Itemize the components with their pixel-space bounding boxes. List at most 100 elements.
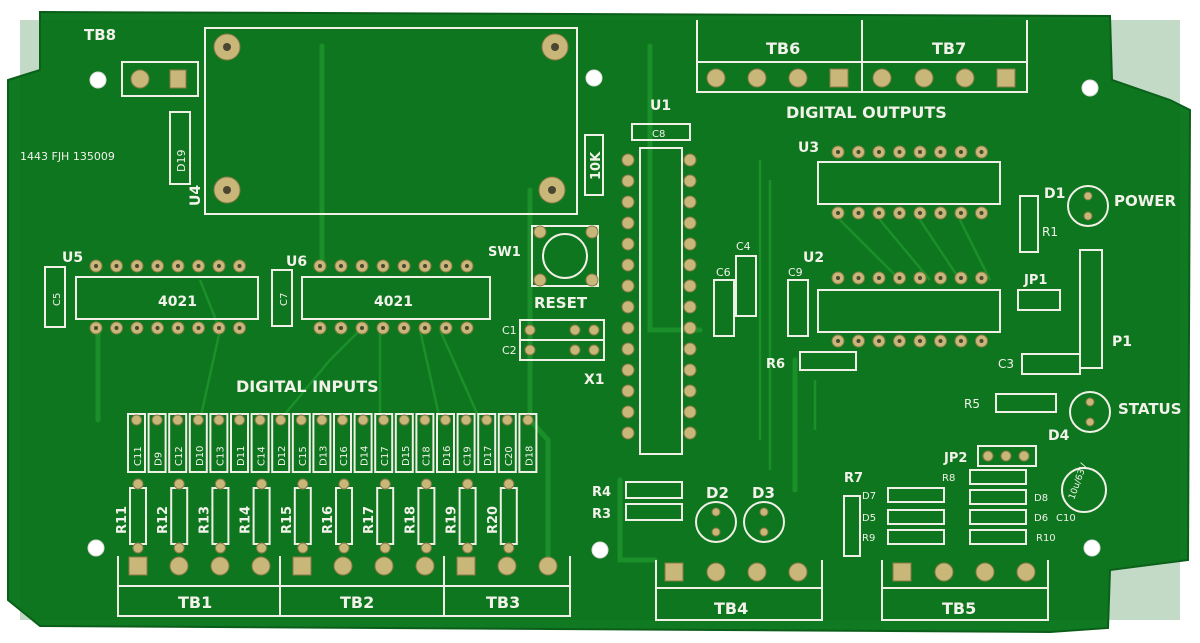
- label-c10: C10: [1056, 513, 1076, 524]
- u3-outline: [817, 161, 1001, 205]
- u4-outline: [204, 27, 578, 215]
- pad: [374, 556, 394, 576]
- label-r14: R14: [239, 506, 254, 534]
- c4-outline: [735, 255, 757, 317]
- pad: [462, 478, 474, 490]
- pad: [338, 478, 350, 490]
- pad: [256, 542, 268, 554]
- pad: [275, 414, 287, 426]
- pad: [192, 414, 204, 426]
- traces: [95, 43, 992, 573]
- input-part-outline: [456, 413, 476, 473]
- pad: [338, 542, 350, 554]
- pad: [234, 414, 245, 426]
- input-part-outline: [230, 413, 249, 473]
- r4-outline: [625, 481, 683, 499]
- label-c11: C11: [133, 446, 144, 466]
- label-c16: C16: [339, 446, 350, 466]
- label-tb4: TB4: [714, 599, 748, 618]
- input-part-outline: [168, 413, 188, 473]
- jp1-outline: [1017, 289, 1061, 311]
- input-part-outline: [271, 413, 291, 473]
- input-part-outline: [147, 413, 167, 473]
- r8-d8-d6-r10-stack: [969, 469, 1027, 545]
- d2-led: [695, 501, 737, 543]
- label-d16: D16: [442, 446, 453, 466]
- label-tb3: TB3: [486, 593, 520, 612]
- pad: [420, 542, 432, 554]
- label-tb5: TB5: [942, 599, 976, 618]
- pad: [172, 414, 184, 426]
- pad: [683, 384, 697, 398]
- label-c14: C14: [257, 446, 268, 466]
- pad: [683, 258, 697, 272]
- d19-outline: [169, 111, 191, 185]
- label-d2: D2: [706, 484, 729, 502]
- input-part-outline: [333, 413, 352, 473]
- pad: [251, 556, 271, 576]
- pad: [621, 342, 635, 356]
- label-r13: R13: [197, 506, 212, 534]
- pad: [522, 414, 534, 426]
- pad: [357, 414, 369, 426]
- pad: [683, 405, 697, 419]
- mounting-holes: [87, 69, 1101, 559]
- pad: [503, 478, 515, 490]
- u6-pins: [313, 259, 474, 335]
- label-digital-outputs: DIGITAL OUTPUTS: [786, 103, 947, 122]
- pad: [173, 478, 185, 490]
- d3-led: [743, 501, 785, 543]
- pad: [297, 542, 309, 554]
- label-status: STATUS: [1118, 400, 1182, 418]
- label-c8: C8: [652, 129, 665, 140]
- pad: [621, 153, 635, 167]
- label-tb1: TB1: [178, 593, 212, 612]
- pad: [683, 321, 697, 335]
- label-u4: U4: [188, 185, 204, 206]
- pad: [379, 542, 391, 554]
- label-c13: C13: [215, 446, 226, 466]
- u1-pins-left: [621, 153, 635, 440]
- pad: [460, 414, 472, 426]
- pad: [210, 556, 230, 576]
- r7-outline: [843, 495, 861, 557]
- label-u3: U3: [798, 140, 819, 156]
- pad: [683, 363, 697, 377]
- pad: [621, 174, 635, 188]
- label-tb8: TB8: [84, 26, 116, 44]
- jp2-outline: [977, 445, 1037, 467]
- label-d17: D17: [483, 446, 494, 466]
- label-r10: R10: [1036, 533, 1056, 544]
- label-d11: D11: [236, 446, 247, 466]
- label-fjh: 1443 FJH 135009: [20, 150, 115, 163]
- input-part-outline: [312, 413, 332, 473]
- pad: [683, 174, 697, 188]
- label-c17: C17: [380, 446, 391, 466]
- u1-socket: [631, 123, 691, 455]
- label-ic-4021-b: 4021: [374, 294, 413, 310]
- pad: [132, 542, 144, 554]
- input-part-outline: [394, 413, 414, 473]
- c3-outline: [1021, 353, 1081, 375]
- pad: [378, 414, 390, 426]
- tb6-tb7-block: [696, 20, 1028, 93]
- c9-outline: [787, 279, 809, 337]
- pad: [151, 414, 163, 426]
- pad: [297, 478, 309, 490]
- label-c3: C3: [998, 357, 1014, 371]
- c6-outline: [713, 279, 735, 337]
- input-part-outline: [250, 413, 270, 473]
- label-10k: 10K: [589, 151, 604, 180]
- label-c15: C15: [298, 446, 309, 466]
- pad: [621, 405, 635, 419]
- label-reset: RESET: [534, 294, 588, 312]
- pad: [621, 321, 635, 335]
- input-part-outline: [477, 413, 497, 473]
- pad: [683, 216, 697, 230]
- pad: [501, 414, 513, 426]
- label-digital-inputs: DIGITAL INPUTS: [236, 377, 379, 396]
- label-r8: R8: [942, 473, 955, 484]
- u3-pins: [831, 145, 988, 220]
